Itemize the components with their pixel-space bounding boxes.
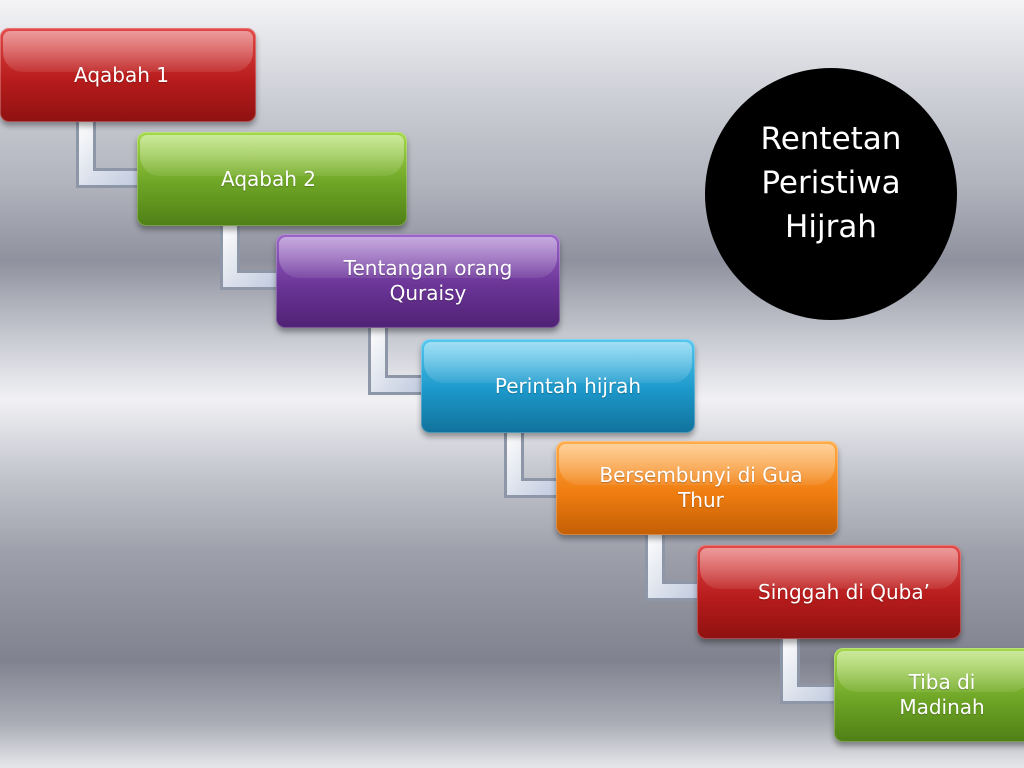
step-label: Bersembunyi di Gua Thur — [599, 463, 803, 512]
step-label: Aqabah 1 — [74, 62, 169, 87]
connector-3 — [368, 328, 424, 395]
step-aqabah-2: Aqabah 2 — [137, 132, 407, 226]
step-tentangan-quraisy: Tentangan orang Quraisy — [276, 234, 560, 328]
step-tiba-madinah: Tiba di Madinah — [834, 648, 1024, 742]
connector-1 — [76, 122, 140, 188]
title-badge-text: Rentetan Peristiwa Hijrah — [760, 121, 902, 245]
connector-2 — [220, 226, 280, 290]
step-gua-thur: Bersembunyi di Gua Thur — [556, 441, 838, 535]
connector-5 — [645, 535, 700, 601]
step-label: Singgah di Quba’ — [758, 579, 930, 604]
step-singgah-quba: Singgah di Quba’ — [697, 545, 961, 639]
step-label: Tentangan orang Quraisy — [343, 256, 513, 305]
step-label: Tiba di Madinah — [899, 670, 985, 719]
step-perintah-hijrah: Perintah hijrah — [421, 339, 695, 433]
connector-4 — [504, 433, 560, 498]
title-badge: Rentetan Peristiwa Hijrah — [705, 68, 957, 320]
step-label: Perintah hijrah — [494, 373, 642, 398]
connector-6 — [780, 639, 837, 704]
step-label: Aqabah 2 — [221, 166, 316, 191]
step-aqabah-1: Aqabah 1 — [0, 28, 256, 122]
